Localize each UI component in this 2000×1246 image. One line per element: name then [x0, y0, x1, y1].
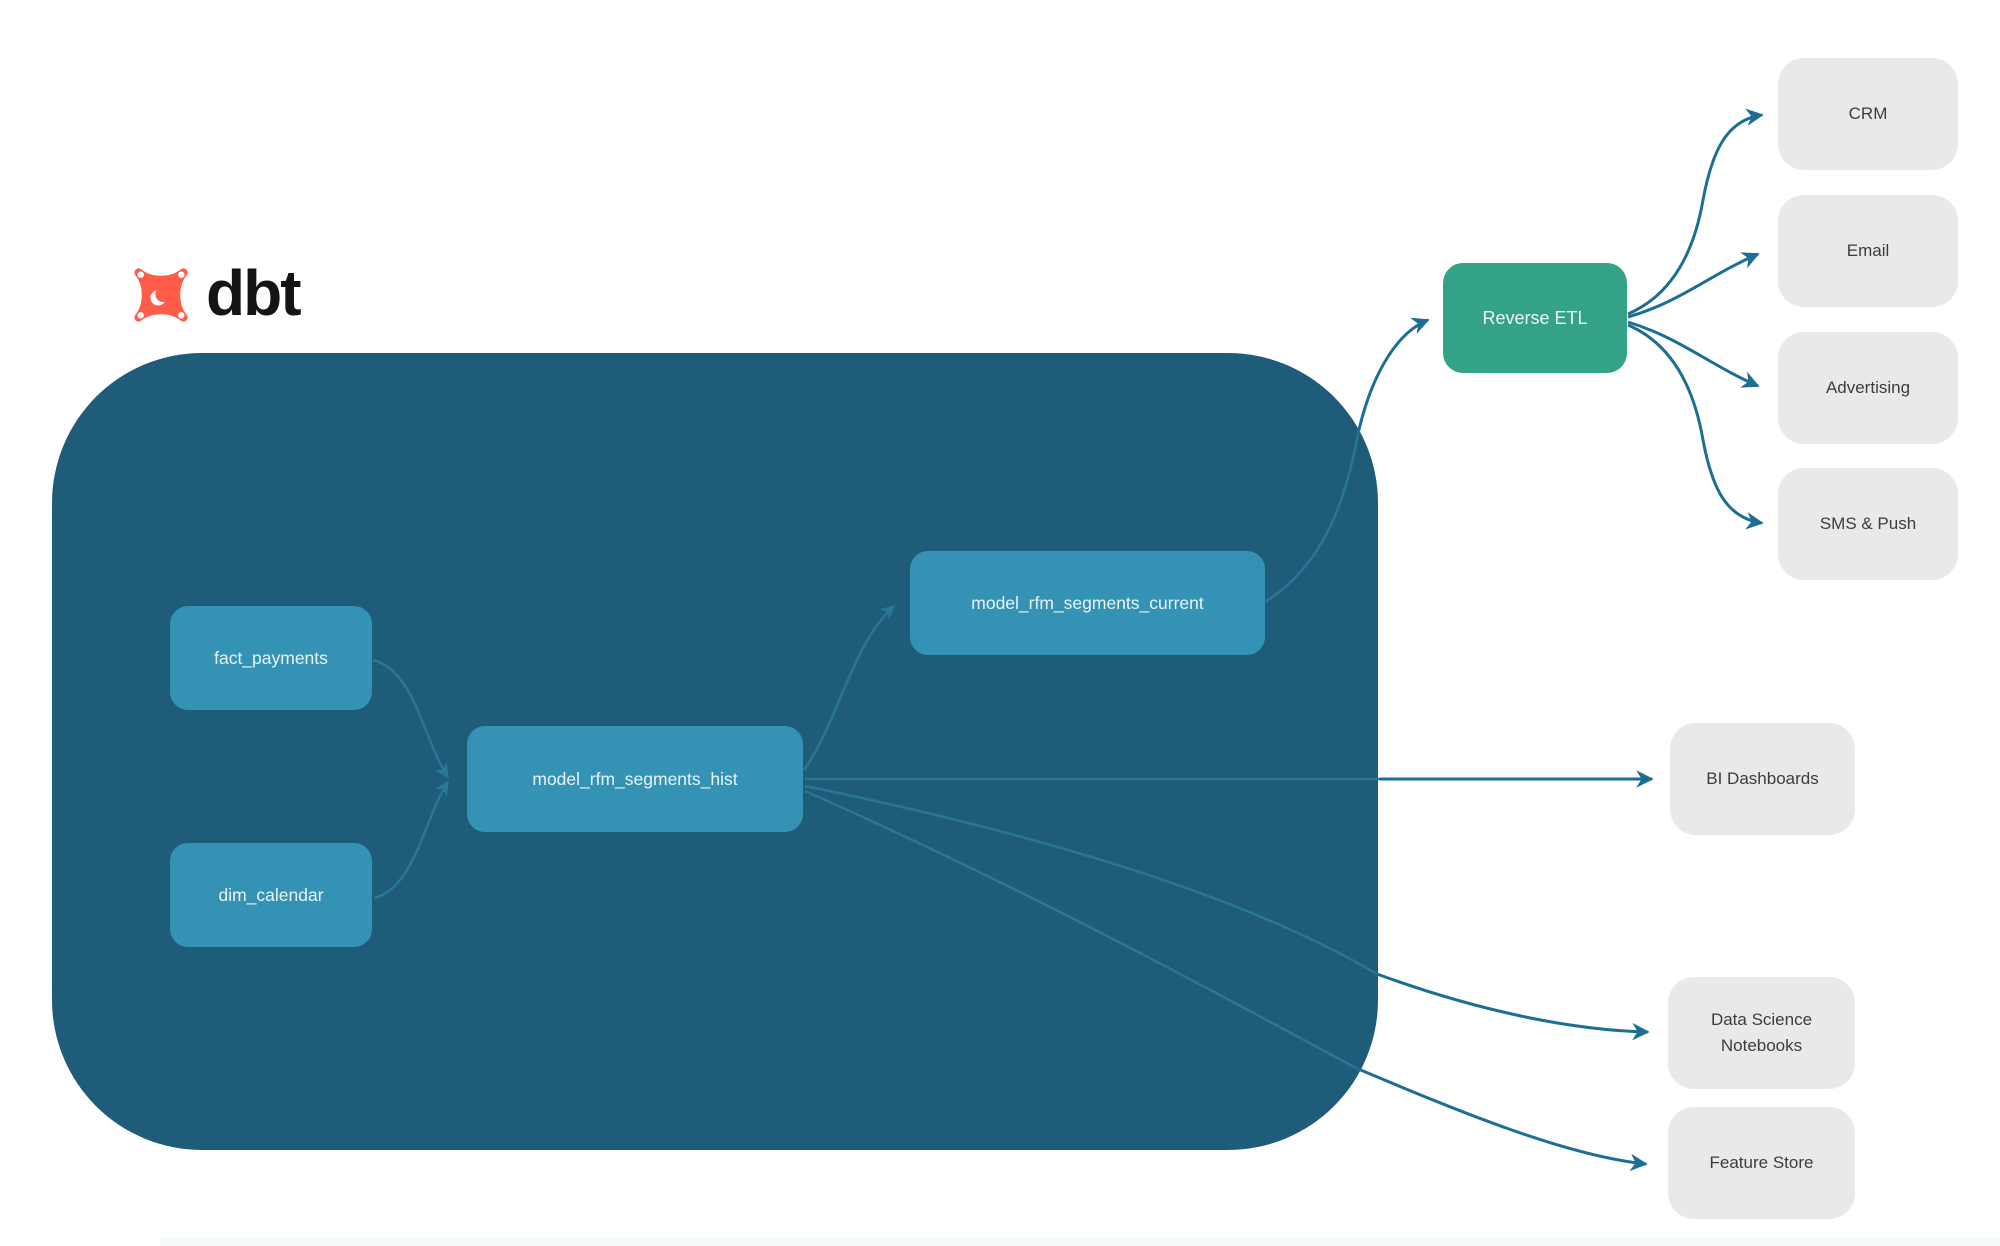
- edge-etl-to-email: [1627, 252, 1760, 319]
- node-data-science-notebooks-label: Data Science Notebooks: [1710, 1009, 1813, 1055]
- node-dim-calendar: dim_calendar: [170, 843, 372, 947]
- node-crm-label: CRM: [1848, 103, 1888, 123]
- node-bi-dashboards: BI Dashboards: [1670, 723, 1855, 835]
- node-fact-payments-label: fact_payments: [214, 647, 328, 668]
- node-model-rfm-segments-current-label: model_rfm_segments_current: [971, 592, 1204, 613]
- dbt-logo-wordmark: dbt: [206, 257, 301, 329]
- node-crm: CRM: [1778, 58, 1958, 170]
- node-sms-push: SMS & Push: [1778, 468, 1958, 580]
- node-data-science-notebooks: Data Science Notebooks: [1668, 977, 1855, 1089]
- edge-current-to-etl: [1356, 317, 1430, 435]
- node-bi-dashboards-label: BI Dashboards: [1706, 768, 1819, 788]
- node-model-rfm-segments-hist-label: model_rfm_segments_hist: [532, 768, 738, 789]
- node-feature-store: Feature Store: [1668, 1107, 1855, 1219]
- node-advertising: Advertising: [1778, 332, 1958, 444]
- node-sms-push-label: SMS & Push: [1819, 513, 1917, 533]
- edge-hist-to-featurestore: [1355, 1066, 1648, 1172]
- node-model-rfm-segments-hist: model_rfm_segments_hist: [467, 726, 803, 832]
- node-feature-store-label: Feature Store: [1709, 1152, 1814, 1172]
- node-email-label: Email: [1846, 240, 1890, 260]
- node-email: Email: [1778, 195, 1958, 307]
- bottom-strip: [160, 1238, 2000, 1246]
- node-reverse-etl: Reverse ETL: [1443, 263, 1627, 373]
- node-reverse-etl-label: Reverse ETL: [1482, 307, 1588, 328]
- node-fact-payments: fact_payments: [170, 606, 372, 710]
- node-model-rfm-segments-current: model_rfm_segments_current: [910, 551, 1265, 655]
- node-advertising-label: Advertising: [1825, 377, 1911, 397]
- node-dim-calendar-label: dim_calendar: [218, 884, 324, 905]
- dbt-logo-icon: [134, 268, 188, 322]
- dbt-logo: dbt: [126, 257, 301, 332]
- edge-etl-to-sms: [1627, 323, 1764, 530]
- edge-etl-to-advertising: [1627, 320, 1760, 388]
- edge-etl-to-crm: [1627, 108, 1764, 316]
- edge-hist-to-notebooks: [1376, 972, 1650, 1041]
